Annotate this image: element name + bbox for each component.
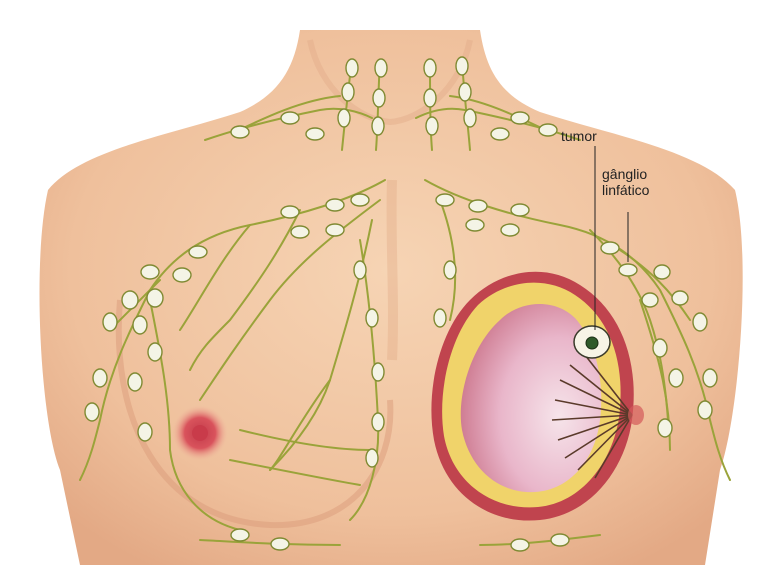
lymph-node-label-line1: gânglio [602,166,682,182]
sternum-shadow [392,180,393,360]
right-nipple [628,405,644,425]
tumor-label: tumor [561,128,597,144]
lymph-node-label-line2: linfático [602,182,682,198]
lymph-node-label: gânglio linfático [602,166,682,198]
tumor-mass [586,337,598,349]
left-nipple-center [192,425,208,441]
